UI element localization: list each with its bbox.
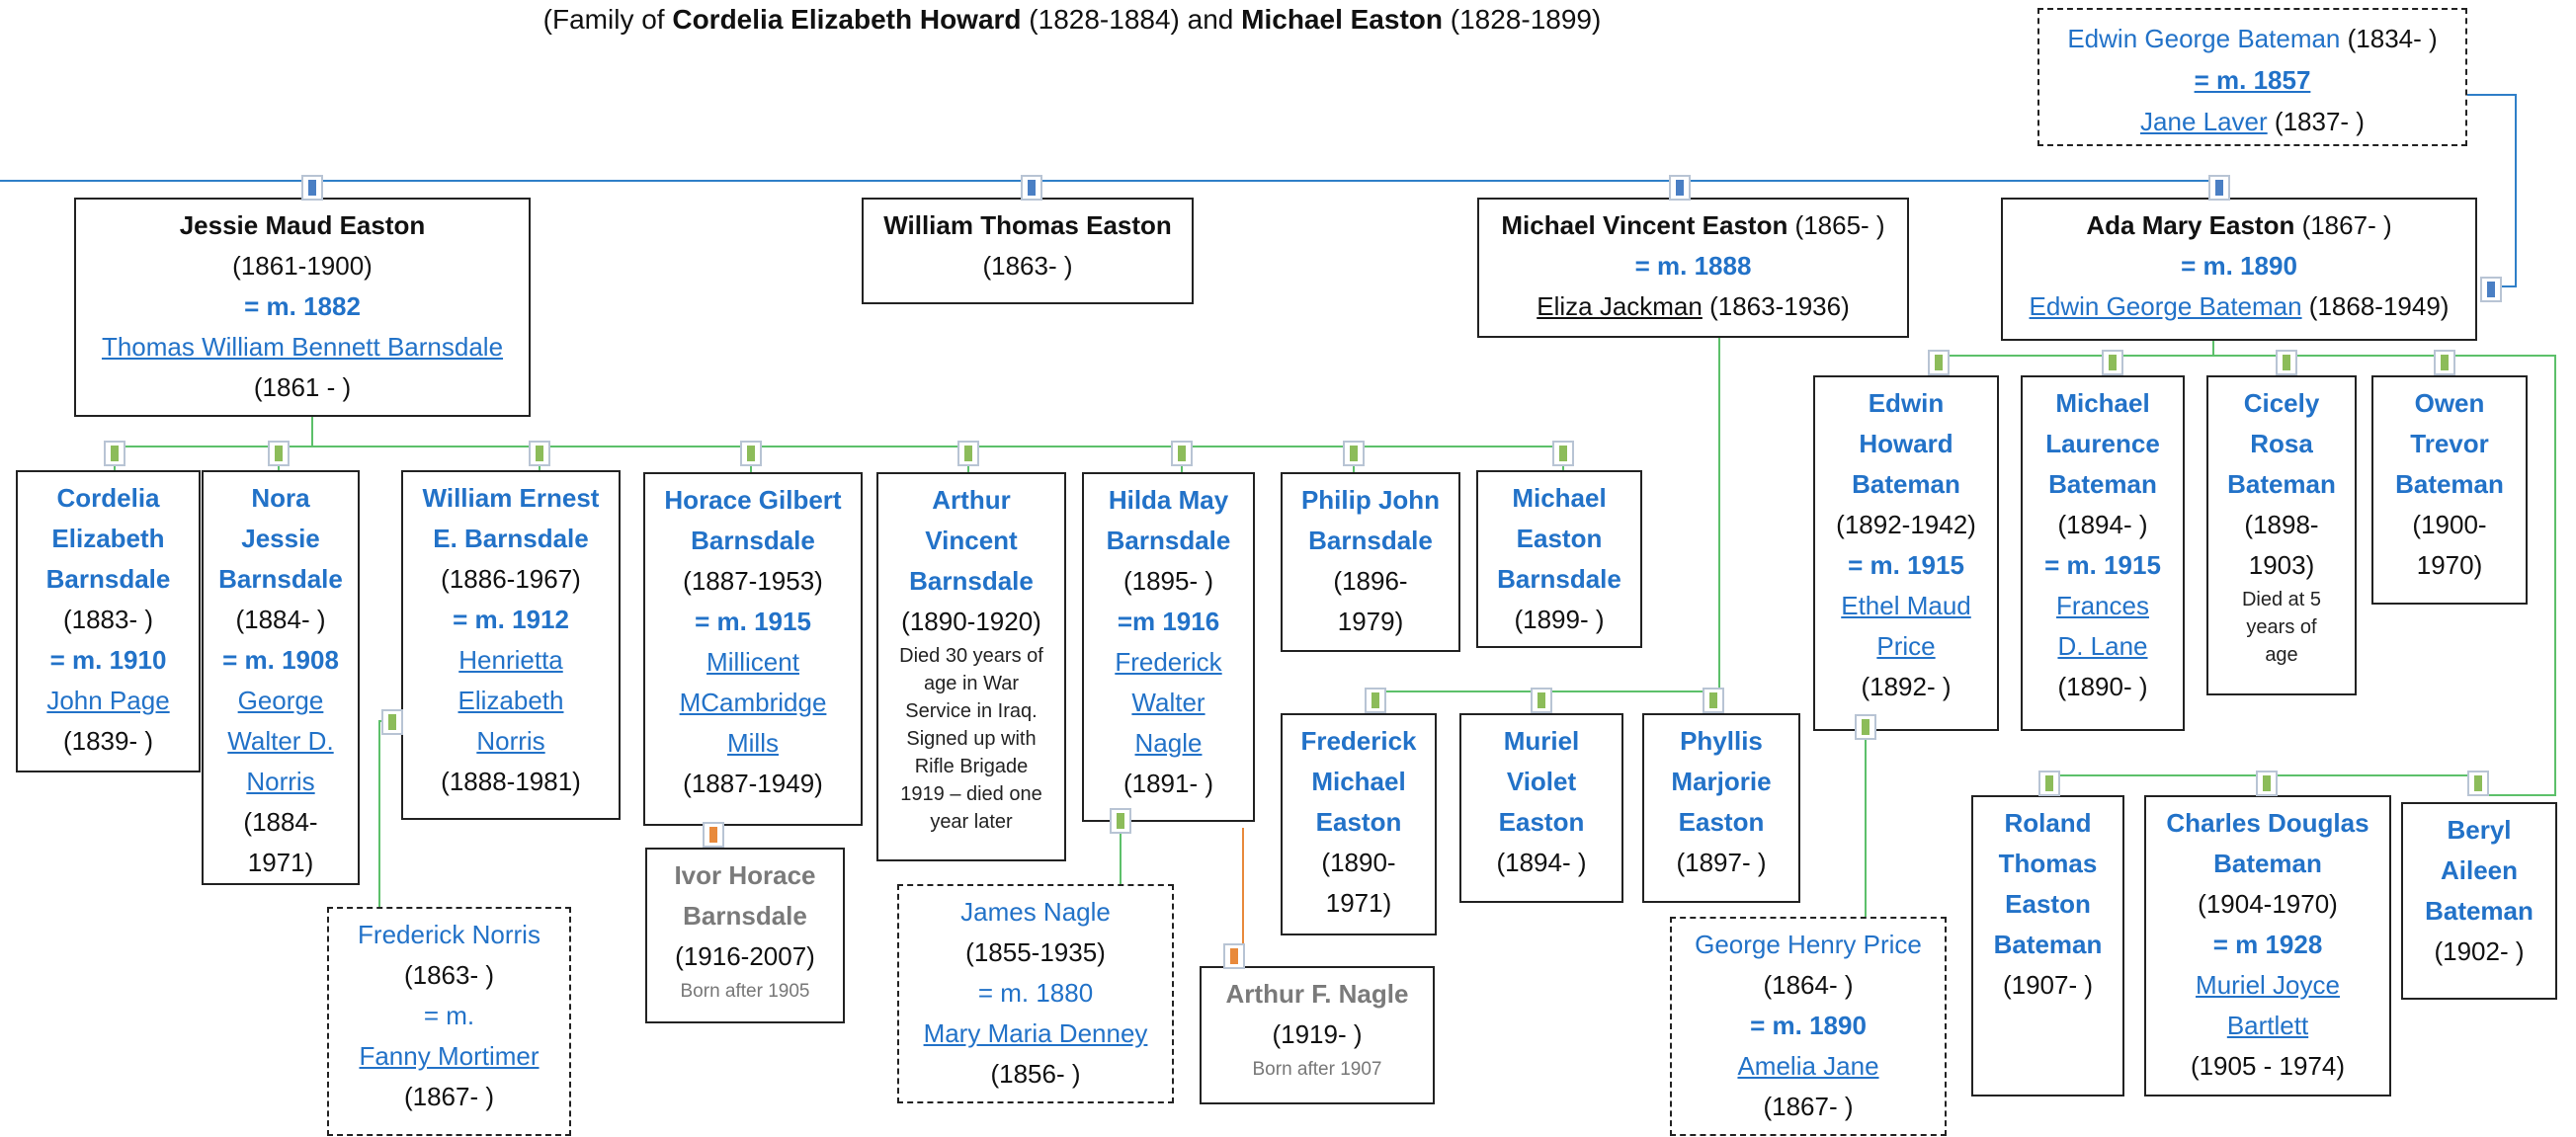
person-box-phyllis-easton: Phyllis Marjorie Easton (1897- ) (1642, 713, 1800, 903)
expand-marker-nagle[interactable] (1110, 808, 1131, 834)
expand-marker-ivor[interactable] (703, 822, 724, 848)
note-arthur-5: Rifle Brigade (914, 756, 1029, 777)
expand-marker-norris[interactable] (381, 709, 403, 735)
person-box-charles-bateman: Charles Douglas Bateman (1904-1970) = m … (2144, 795, 2391, 1096)
spouse-link-thomas-barnsdale[interactable]: Thomas William Bennett Barnsdale (101, 332, 504, 362)
spouse-link-frederick-nagle[interactable]: Frederick (1115, 647, 1222, 677)
expand-marker-william[interactable] (1021, 175, 1042, 201)
person-box-philip-barnsdale: Philip John Barnsdale (1896- 1979) (1281, 472, 1460, 652)
person-box-william-thomas-easton: William Thomas Easton (1863- ) (862, 198, 1194, 304)
person-box-james-nagle: James Nagle (1855-1935) = m. 1880 Mary M… (897, 884, 1174, 1103)
spouse-link-muriel-bartlett-2[interactable]: Bartlett (2226, 1011, 2309, 1040)
expand-marker-philip[interactable] (1343, 441, 1365, 466)
expand-marker-frederick-easton[interactable] (1365, 688, 1386, 713)
expand-marker-edwin-howard[interactable] (1928, 350, 1950, 375)
chart-title: (Family of Cordelia Elizabeth Howard (18… (542, 4, 1602, 35)
connector-norris (378, 720, 393, 909)
person-box-arthur-nagle: Arthur F. Nagle (1919- ) Born after 1907 (1200, 966, 1435, 1104)
spouse-link-henrietta-norris-3[interactable]: Norris (476, 726, 545, 756)
spouse-link-frances-lane[interactable]: Frances (2056, 591, 2149, 620)
person-box-william-barnsdale: William Ernest E. Barnsdale (1886-1967) … (401, 470, 621, 820)
note-cicely-3: age (2265, 644, 2298, 666)
expand-marker-cicely[interactable] (2276, 350, 2297, 375)
spouse-link-henrietta-norris[interactable]: Henrietta (458, 645, 563, 675)
person-box-edwin-george-bateman-sr: Edwin George Bateman (1834- ) = m. 1857 … (2037, 8, 2467, 146)
note-arthur-4: Signed up with (906, 728, 1037, 750)
person-box-cordelia-barnsdale: Cordelia Elizabeth Barnsdale (1883- ) = … (16, 470, 201, 772)
person-box-hilda-barnsdale: Hilda May Barnsdale (1895- ) =m 1916 Fre… (1082, 472, 1255, 822)
spouse-link-frederick-nagle-2[interactable]: Walter (1131, 688, 1205, 717)
expand-marker-arthur[interactable] (957, 441, 979, 466)
person-box-edwin-howard-bateman: Edwin Howard Bateman (1892-1942) = m. 19… (1813, 375, 1999, 731)
spouse-link-millicent-mills-3[interactable]: Mills (727, 728, 779, 758)
spouse-link-henrietta-norris-2[interactable]: Elizabeth (457, 686, 564, 715)
expand-marker-ada[interactable] (2208, 175, 2230, 201)
spouse-link-eliza-jackman[interactable]: Eliza Jackman (1537, 291, 1703, 321)
person-box-ada-mary-easton: Ada Mary Easton (1867- ) = m. 1890 Edwin… (2001, 198, 2477, 341)
person-box-michael-laurence-bateman: Michael Laurence Bateman (1894- ) = m. 1… (2021, 375, 2185, 731)
person-box-george-henry-price: George Henry Price (1864- ) = m. 1890 Am… (1670, 917, 1947, 1136)
expand-marker-michael-b[interactable] (1552, 441, 1574, 466)
spouse-link-millicent-mills-2[interactable]: MCambridge (679, 688, 827, 717)
person-box-nora-barnsdale: Nora Jessie Barnsdale (1884- ) = m. 1908… (202, 470, 360, 885)
spouse-link-ethel-price-2[interactable]: Price (1876, 631, 1936, 661)
spouse-link-ethel-price[interactable]: Ethel Maud (1841, 591, 1971, 620)
spouse-link-george-norris[interactable]: George (237, 686, 324, 715)
spouse-link-fanny-mortimer[interactable]: Fanny Mortimer (359, 1041, 540, 1071)
expand-marker-jessie[interactable] (301, 175, 323, 201)
person-box-jessie-maud-easton: Jessie Maud Easton (1861-1900) = m. 1882… (74, 198, 531, 417)
expand-marker-horace[interactable] (740, 441, 762, 466)
note-arthur-6: 1919 – died one (900, 783, 1042, 805)
person-box-owen-bateman: Owen Trevor Bateman (1900- 1970) (2371, 375, 2528, 605)
person-box-cicely-bateman: Cicely Rosa Bateman (1898- 1903) Died at… (2206, 375, 2357, 695)
spouse-link-edwin-george-bateman[interactable]: Edwin George Bateman (2029, 291, 2302, 321)
expand-marker-cordelia[interactable] (104, 441, 125, 466)
expand-marker-michael-laurence[interactable] (2102, 350, 2123, 375)
spouse-link-george-norris-2[interactable]: Walter D. (227, 726, 334, 756)
person-box-michael-barnsdale: Michael Easton Barnsdale (1899- ) (1476, 470, 1642, 648)
spouse-link-mary-denney[interactable]: Mary Maria Denney (923, 1018, 1148, 1048)
note-cicely: Died at 5 (2241, 589, 2322, 610)
person-box-michael-vincent-easton: Michael Vincent Easton (1865- ) = m. 188… (1477, 198, 1909, 338)
note-arthur-3: Service in Iraq. (905, 700, 1038, 722)
person-box-frederick-easton: Frederick Michael Easton (1890- 1971) (1281, 713, 1437, 935)
note-arthur-2: age in War (924, 673, 1019, 694)
spouse-link-frederick-nagle-3[interactable]: Nagle (1134, 728, 1203, 758)
person-box-arthur-barnsdale: Arthur Vincent Barnsdale (1890-1920) Die… (876, 472, 1066, 861)
expand-marker-michael[interactable] (1669, 175, 1691, 201)
person-box-frederick-norris: Frederick Norris (1863- ) = m. Fanny Mor… (327, 907, 571, 1136)
expand-marker-hilda[interactable] (1171, 441, 1193, 466)
expand-marker-price[interactable] (1855, 714, 1876, 740)
expand-marker-william-b[interactable] (529, 441, 550, 466)
spouse-link-george-norris-3[interactable]: Norris (246, 767, 315, 796)
expand-marker-arthur-nagle[interactable] (1223, 943, 1245, 969)
note-cicely-2: years of (2246, 616, 2317, 638)
spouse-link-frances-lane-2[interactable]: D. Lane (2057, 631, 2148, 661)
spouse-link-jane-laver[interactable]: Jane Laver (2140, 107, 2268, 136)
person-box-horace-barnsdale: Horace Gilbert Barnsdale (1887-1953) = m… (643, 472, 863, 826)
spouse-link-john-page[interactable]: John Page (46, 686, 170, 715)
person-box-ivor-barnsdale: Ivor Horace Barnsdale (1916-2007) Born a… (645, 848, 845, 1023)
spouse-link-muriel-bartlett[interactable]: Muriel Joyce (2196, 970, 2340, 1000)
spouse-link-amelia-jane[interactable]: Amelia Jane (1737, 1051, 1879, 1081)
person-box-beryl-bateman: Beryl Aileen Bateman (1902- ) (2401, 802, 2557, 1000)
spouse-link-millicent-mills[interactable]: Millicent (706, 647, 799, 677)
expand-marker-owen[interactable] (2434, 350, 2455, 375)
expand-marker-phyllis-easton[interactable] (1703, 688, 1724, 713)
expand-marker-charles[interactable] (2256, 771, 2278, 796)
person-box-roland-bateman: Roland Thomas Easton Bateman (1907- ) (1971, 795, 2124, 1096)
note-arthur-7: year later (930, 811, 1013, 833)
note-arthur: Died 30 years of (899, 645, 1043, 667)
expand-marker-beryl[interactable] (2467, 771, 2489, 796)
expand-marker-nora[interactable] (268, 441, 290, 466)
expand-marker-roland[interactable] (2038, 771, 2060, 796)
expand-marker-muriel-easton[interactable] (1531, 688, 1552, 713)
expand-marker-bateman-parents[interactable] (2480, 277, 2502, 302)
person-box-muriel-easton: Muriel Violet Easton (1894- ) (1459, 713, 1623, 903)
